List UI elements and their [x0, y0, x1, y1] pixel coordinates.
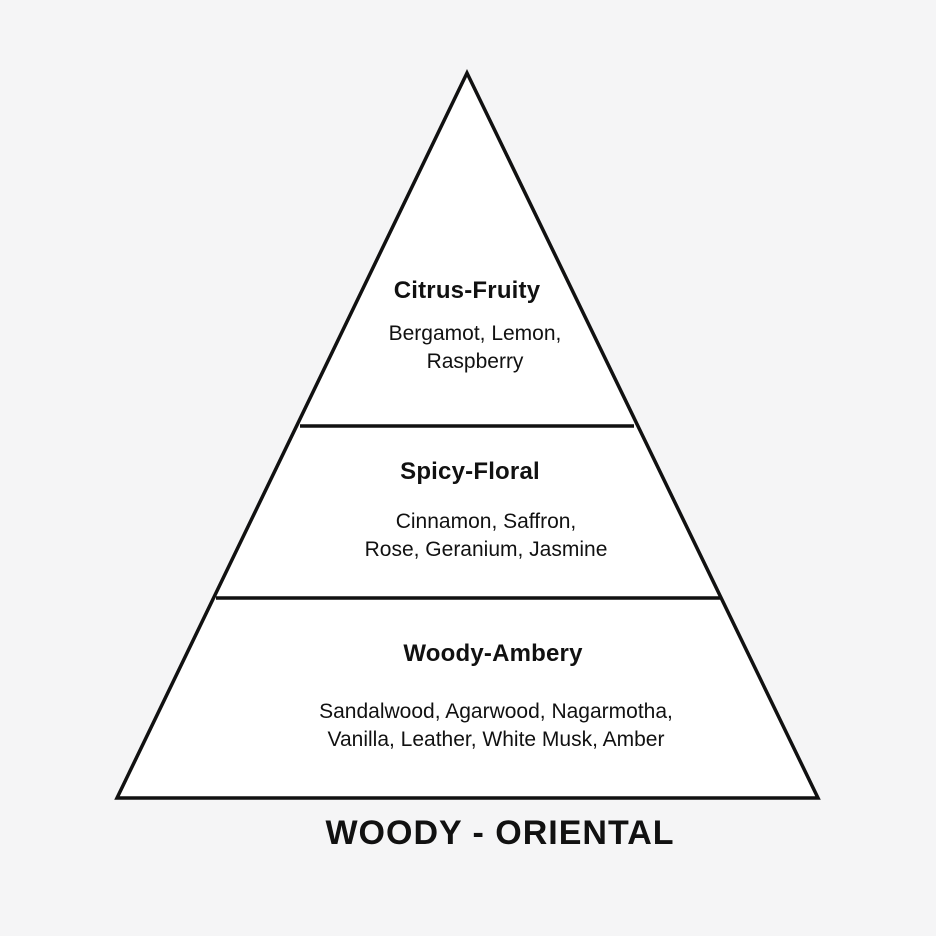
bottom-tier-title: Woody-Ambery	[403, 640, 583, 667]
bottom-tier-notes-line-1: Sandalwood, Agarwood, Nagarmotha,	[319, 700, 673, 723]
top-tier-notes-line-1: Bergamot, Lemon,	[388, 322, 562, 345]
top-tier-notes: Bergamot, Lemon, Raspberry	[317, 320, 633, 376]
fragrance-family-label: WOODY - ORIENTAL	[325, 814, 675, 852]
top-tier-notes-line-2: Raspberry	[426, 350, 524, 373]
bottom-tier-notes: Sandalwood, Agarwood, Nagarmotha, Vanill…	[256, 698, 736, 754]
middle-tier-notes-line-2: Rose, Geranium, Jasmine	[364, 538, 608, 561]
middle-tier-notes: Cinnamon, Saffron, Rose, Geranium, Jasmi…	[316, 508, 656, 564]
middle-tier-title: Spicy-Floral	[400, 458, 540, 485]
pyramid-outline	[114, 68, 821, 800]
bottom-tier-notes-line-2: Vanilla, Leather, White Musk, Amber	[327, 728, 665, 751]
middle-tier-notes-line-1: Cinnamon, Saffron,	[395, 510, 577, 533]
top-tier-title: Citrus-Fruity	[393, 277, 541, 304]
